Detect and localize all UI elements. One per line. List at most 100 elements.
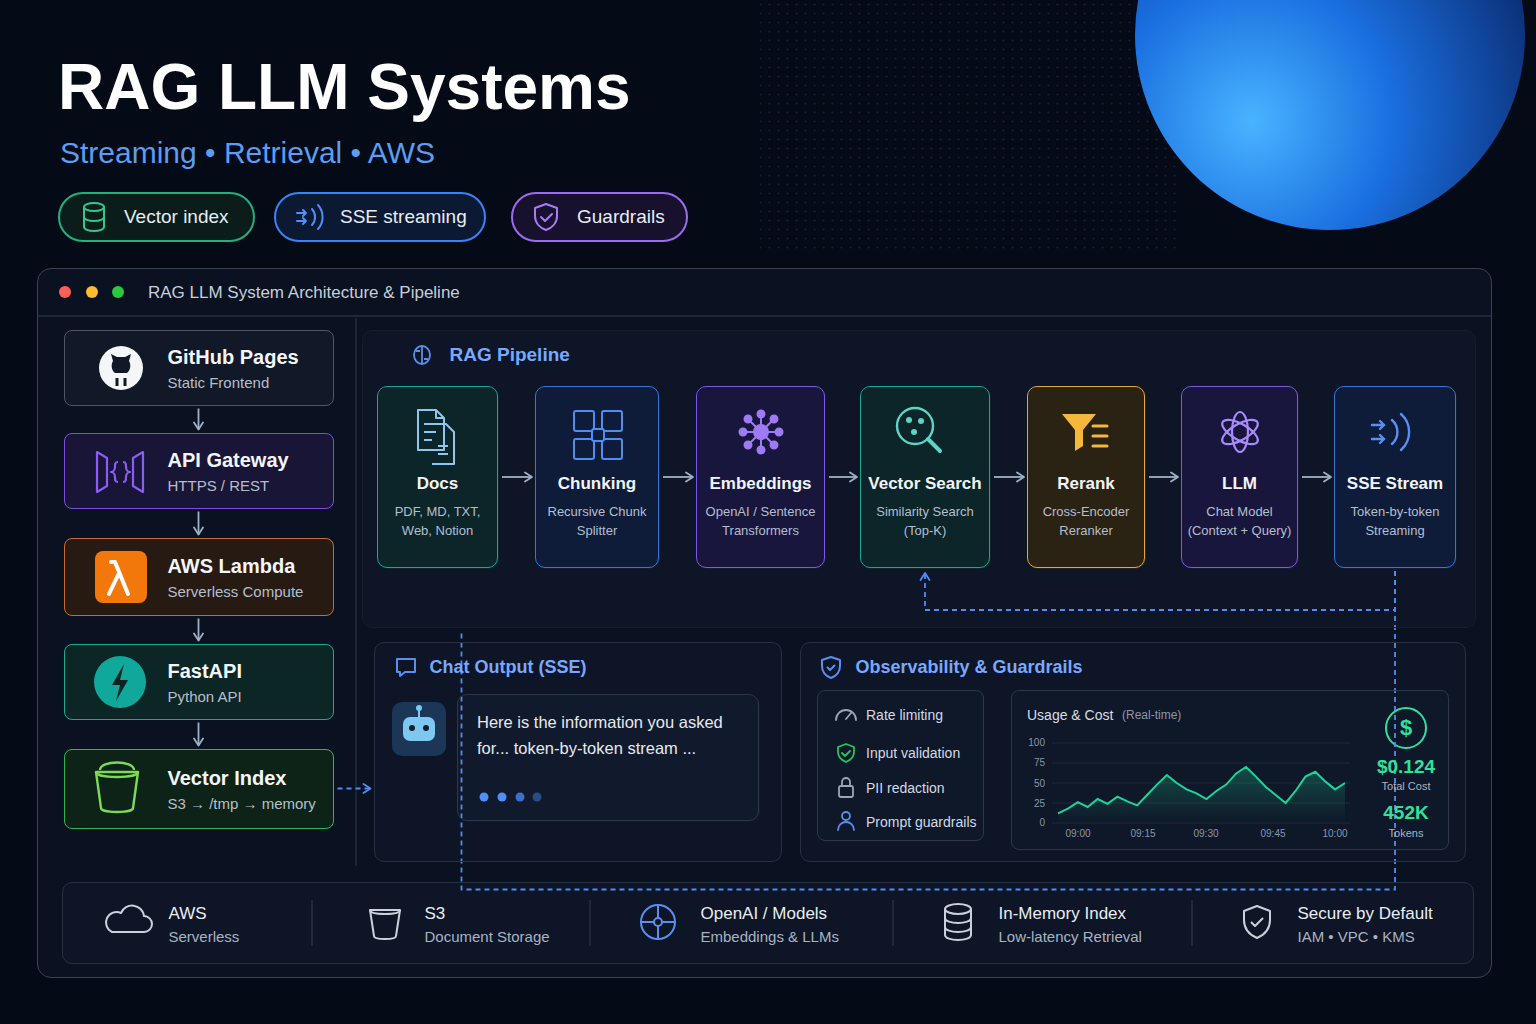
node-detail: Serverless Compute <box>168 583 333 600</box>
footer-dividers <box>312 900 1192 946</box>
section-panel: Chat Output (SSE) Here is the information… <box>374 642 782 862</box>
node-detail: OpenAI / Sentence Transformers <box>701 503 820 541</box>
node-heading: Embeddings <box>701 473 820 495</box>
node-detail: $0.124 <box>1377 757 1435 776</box>
flow-arrow <box>663 476 693 478</box>
glow-sphere <box>1135 0 1525 230</box>
page-title: RAG LLM Systems <box>58 55 631 119</box>
rerank-icon <box>1062 414 1107 451</box>
service-box: GitHub PagesStatic Frontend <box>64 330 334 406</box>
subtitle: Streaming • Retrieval • AWS <box>60 138 435 168</box>
node-detail: Chat Model (Context + Query) <box>1186 503 1293 541</box>
pipeline-panel: RAG PipelineDocsPDF, MD, TXT, Web, Notio… <box>362 330 1476 628</box>
node-heading: LLM <box>1186 473 1293 495</box>
service-box: AWS LambdaServerless Compute <box>64 538 334 616</box>
tag-pill: Vector index <box>58 192 255 242</box>
node-heading: Here is the information you asked for...… <box>477 709 744 762</box>
currency-symbol: $ <box>1400 717 1412 739</box>
pill-icons <box>84 203 557 231</box>
process-box: EmbeddingsOpenAI / Sentence Transformers <box>696 386 825 568</box>
node-heading: API Gateway <box>168 448 333 473</box>
node-detail: 452K <box>1383 803 1428 822</box>
node-detail: 09:30 <box>1193 829 1218 839</box>
process-box: SSE StreamToken-by-token Streaming <box>1334 386 1456 568</box>
fastapi-icon <box>94 656 146 708</box>
node-detail: Cross-Encoder Reranker <box>1032 503 1140 541</box>
node-heading: RAG LLM System Architecture & Pipeline <box>148 283 1491 303</box>
bucket-icon <box>96 763 138 813</box>
node-detail: Recursive Chunk Splitter <box>540 503 654 541</box>
chart-card: Usage & Cost(Real-time)100755025009:0009… <box>1011 690 1449 850</box>
box-fills <box>64 330 1457 829</box>
node-detail: 50 <box>1034 779 1045 789</box>
window-panel: RAG LLM System Architecture & PipelineGi… <box>37 268 1492 978</box>
cost-badge <box>1386 708 1426 748</box>
node-detail: (Real-time) <box>1122 709 1181 721</box>
usage-chart <box>1058 767 1345 823</box>
flow-arrow <box>198 723 200 746</box>
flow-arrow <box>994 476 1024 478</box>
tag-pill: SSE streaming <box>274 192 486 242</box>
pill-fills <box>58 192 688 242</box>
panel-fills <box>62 330 1476 964</box>
node-heading: SSE Stream <box>1339 473 1451 495</box>
flow-arrow <box>198 512 200 535</box>
node-detail: 10:00 <box>1322 829 1347 839</box>
node-detail: 09:15 <box>1130 829 1155 839</box>
node-detail: Prompt guardrails <box>866 815 977 829</box>
bot-avatar <box>392 702 446 756</box>
node-detail: Secure by Default <box>1298 904 1433 921</box>
node-detail: Total Cost <box>1382 781 1431 792</box>
node-detail: S3 <box>425 904 446 921</box>
node-detail: Python API <box>168 688 333 705</box>
node-heading: Chunking <box>540 473 654 495</box>
gateway-icon <box>97 452 143 492</box>
node-detail: S3 → /tmp → memory <box>168 795 333 812</box>
process-box: Vector SearchSimilarity Search (Top-K) <box>860 386 990 568</box>
node-detail: Tokens <box>1389 828 1424 839</box>
chart-grid <box>1052 743 1350 823</box>
service-box: Vector IndexS3 → /tmp → memory <box>64 749 334 829</box>
node-heading: Observability & Guardrails <box>856 657 1465 678</box>
node-heading: AWS Lambda <box>168 554 333 579</box>
service-box: FastAPI Python API <box>64 644 334 720</box>
embedding-icon <box>740 411 783 454</box>
node-heading: Vector Search <box>865 473 985 495</box>
brain-icon <box>414 346 430 364</box>
footer-band: AWSServerlessS3Document StorageOpenAI / … <box>62 882 1474 964</box>
window-fill <box>37 268 1492 978</box>
dot-texture <box>760 0 1180 250</box>
node-detail: Input validation <box>866 746 960 760</box>
checklist-box: Rate limitingInput validationPII redacti… <box>817 690 984 841</box>
llm-icon <box>1219 412 1262 452</box>
node-heading: FastAPI <box>168 659 333 684</box>
node-detail: 100 <box>1028 738 1045 748</box>
section-panel: Observability & GuardrailsRate limitingI… <box>800 642 1466 862</box>
chat-icon <box>397 659 415 676</box>
service-box: API GatewayHTTPS / REST <box>64 433 334 509</box>
node-detail: In-Memory Index <box>999 904 1127 921</box>
flow-arrow <box>1149 476 1178 478</box>
chunk-icon <box>574 411 622 459</box>
node-heading: Chat Output (SSE) <box>430 657 781 678</box>
column-divider <box>355 318 357 866</box>
node-detail: 09:00 <box>1065 829 1090 839</box>
github-icon <box>99 346 143 390</box>
flow-arrow <box>198 619 200 641</box>
flow-arrow <box>502 476 532 478</box>
flow-arrow <box>1302 476 1331 478</box>
node-detail: Embeddings & LLMs <box>701 928 839 943</box>
node-detail: 09:45 <box>1260 829 1285 839</box>
node-heading: RAG Pipeline <box>450 344 1475 366</box>
node-detail: HTTPS / REST <box>168 477 333 494</box>
flow-arrow <box>198 409 200 430</box>
node-detail: Serverless <box>169 928 240 943</box>
chart-area <box>1058 767 1345 823</box>
process-box: DocsPDF, MD, TXT, Web, Notion <box>377 386 498 568</box>
node-heading: Docs <box>382 473 493 495</box>
docs-icon <box>418 410 454 464</box>
flow-arrow <box>829 476 857 478</box>
typing-dots <box>480 793 542 802</box>
dashed-flow <box>925 571 1395 610</box>
node-heading: GitHub Pages <box>168 345 333 370</box>
